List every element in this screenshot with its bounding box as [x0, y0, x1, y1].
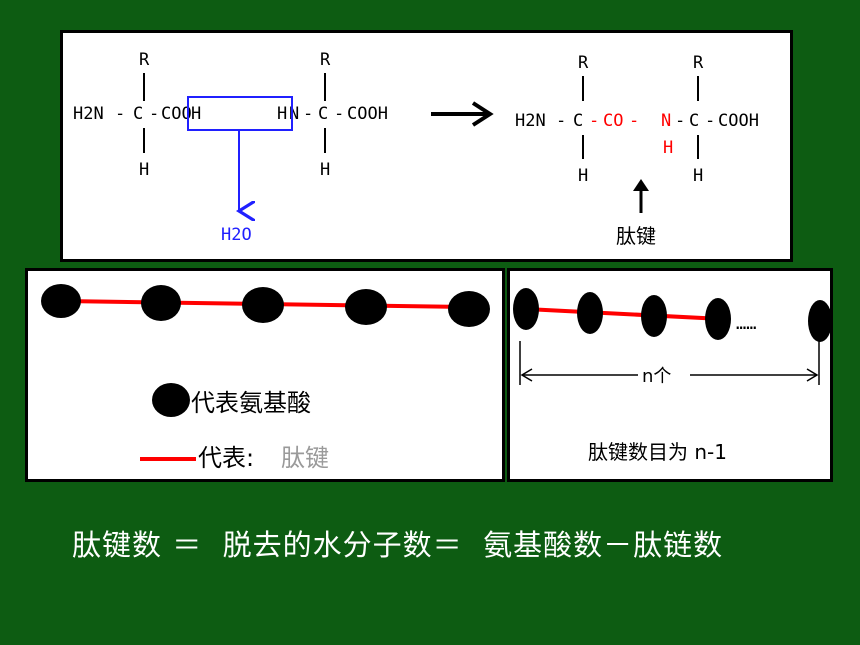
dipeptide-carbon-1: C [573, 111, 583, 131]
legend-bond-prefix: 代表: [198, 444, 254, 472]
n-span-indicator [519, 341, 820, 385]
bond-count-diagram: …… n个 肽键数目为 n-1 [513, 288, 832, 464]
count-panel: …… n个 肽键数目为 n-1 [507, 268, 833, 482]
dipeptide-carboxyl: COOH [718, 111, 759, 131]
legend-panel: 代表氨基酸 代表: 肽键 [25, 268, 505, 482]
right-dash-1: - [303, 104, 313, 124]
chain-amino-acid-4 [345, 289, 387, 325]
dipeptide-dash-3: - [629, 111, 639, 131]
left-h: H [139, 160, 149, 180]
left-r-group: R [139, 50, 150, 70]
dipeptide-dash-1: - [556, 111, 566, 131]
bond-count-caption: 肽键数目为 n-1 [588, 440, 727, 464]
n-chain-bonds [525, 307, 723, 321]
dipeptide: R R H2N - C - CO - N - C - COOH H H H [515, 53, 759, 186]
n-amino-acid-chain: …… [513, 288, 832, 342]
n-count-label: n个 [642, 366, 671, 387]
right-carboxyl: COOH [347, 104, 388, 124]
right-alpha-carbon: C [318, 104, 328, 124]
n-chain-amino-acid-1 [513, 288, 539, 330]
chain-amino-acid-5 [448, 291, 490, 327]
dipeptide-h-1: H [578, 166, 588, 186]
peptide-bond-pointer [633, 179, 649, 213]
peptide-bond-label: 肽键 [616, 224, 656, 248]
left-dash-1: - [115, 104, 125, 124]
n-chain-amino-acid-2 [577, 292, 603, 334]
chain-amino-acid-1 [41, 284, 81, 318]
chain-legend-diagram: 代表氨基酸 代表: 肽键 [41, 284, 490, 472]
dipeptide-amide-h: H [663, 138, 673, 158]
n-chain-amino-acid-n [808, 300, 832, 342]
n-chain-amino-acid-3 [641, 295, 667, 337]
dipeptide-h-2: H [693, 166, 703, 186]
right-r-group: R [320, 50, 331, 70]
left-alpha-carbon: C [133, 104, 143, 124]
dipeptide-nitrogen: N [661, 111, 671, 131]
reaction-panel: R H2N - C - COO H H R H N - C - COOH H H… [60, 30, 793, 262]
left-dash-2: - [149, 104, 159, 124]
right-h: H [320, 160, 330, 180]
n-chain-amino-acid-4 [705, 298, 731, 340]
dehydration-reaction-diagram: R H2N - C - COO H H R H N - C - COOH H H… [73, 50, 759, 248]
left-amino-acid: R H2N - C - COO H H [73, 50, 201, 180]
chain-amino-acid-3 [242, 287, 284, 323]
amino-acid-chain [41, 284, 490, 327]
right-amino-acid: R H N - C - COOH H [277, 50, 388, 180]
left-carboxyl-h: H [191, 104, 201, 124]
left-h2n: H2N [73, 104, 104, 124]
legend-amino-acid-symbol [152, 383, 190, 417]
dipeptide-carbon-2: C [689, 111, 699, 131]
dipeptide-h2n: H2N [515, 111, 546, 131]
peptide-bond-formula: 肽键数 ＝ 脱去的水分子数＝ 氨基酸数－肽链数 [72, 528, 724, 562]
dipeptide-r-group-2: R [693, 53, 704, 73]
right-amino-h: H [277, 104, 287, 124]
dipeptide-dash-5: - [705, 111, 715, 131]
reaction-arrow [431, 101, 494, 127]
n-chain-ellipsis: …… [736, 314, 756, 334]
right-amino-n: N [289, 104, 299, 124]
dipeptide-r-group-1: R [578, 53, 589, 73]
dipeptide-dash-4: - [675, 111, 685, 131]
chain-amino-acid-2 [141, 285, 181, 321]
dipeptide-dash-2: - [589, 111, 599, 131]
right-dash-2: - [334, 104, 344, 124]
dipeptide-carbonyl: CO [603, 111, 623, 131]
legend-amino-acid-text: 代表氨基酸 [191, 389, 311, 417]
left-carboxyl-coo: COO [161, 104, 192, 124]
water-label: H2O [221, 225, 252, 245]
legend-bond-word: 肽键 [281, 444, 329, 472]
